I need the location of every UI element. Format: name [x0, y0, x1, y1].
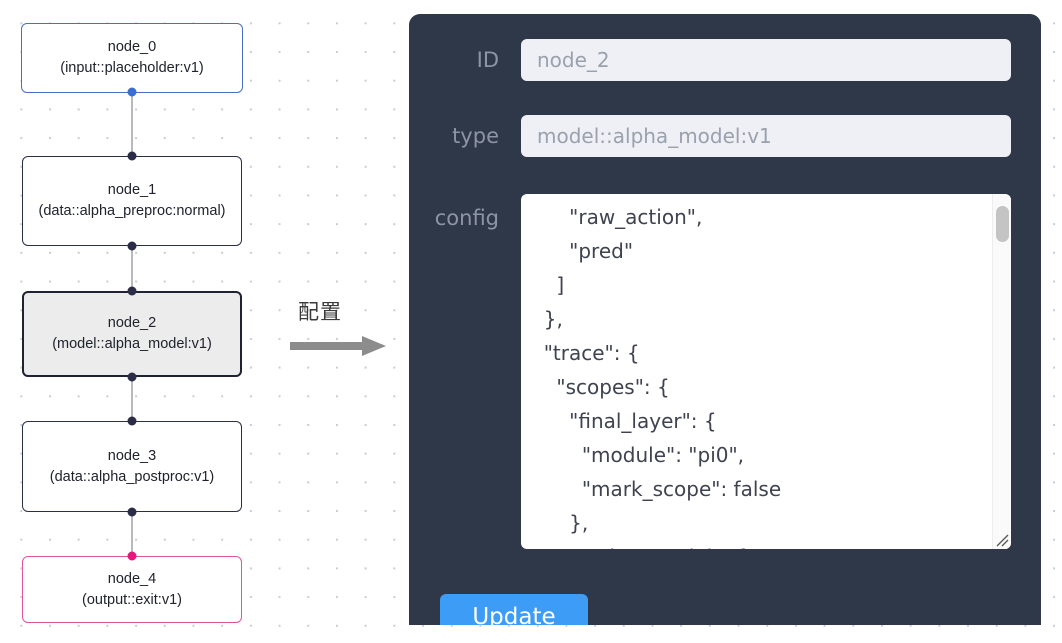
type-field-label: type — [452, 124, 499, 148]
update-button[interactable]: Update — [440, 594, 588, 625]
graph-node-node_0[interactable]: node_0 (input::placeholder:v1) — [21, 23, 243, 93]
node-subtitle: (model::alpha_model:v1) — [52, 336, 212, 352]
node-title: node_0 — [107, 39, 157, 56]
edge-node3-node4 — [131, 512, 133, 556]
edge-node0-node1 — [131, 92, 133, 156]
resize-grip-icon[interactable] — [993, 531, 1009, 547]
config-scrollbar[interactable] — [992, 194, 1011, 549]
node_2-output-port[interactable] — [127, 372, 137, 382]
right-arrow-icon — [290, 336, 386, 356]
node_3-output-port[interactable] — [127, 507, 137, 517]
graph-node-node_4[interactable]: node_4 (output::exit:v1) — [22, 556, 242, 623]
graph-node-node_2[interactable]: node_2 (model::alpha_model:v1) — [22, 291, 242, 377]
node_4-input-port[interactable] — [127, 551, 137, 561]
type-input[interactable]: model::alpha_model:v1 — [521, 115, 1011, 157]
field-row-id: ID node_2 — [409, 39, 1011, 81]
node-subtitle: (input::placeholder:v1) — [60, 60, 204, 76]
node-subtitle: (data::alpha_preproc:normal) — [38, 203, 226, 219]
field-row-config: config "raw_action", "pred" ] }, "trace"… — [409, 194, 1011, 549]
graph-node-node_1[interactable]: node_1 (data::alpha_preproc:normal) — [22, 156, 242, 246]
id-field-label: ID — [476, 48, 499, 72]
node_3-input-port[interactable] — [127, 416, 137, 426]
node-subtitle: (output::exit:v1) — [82, 591, 182, 608]
node-title: node_1 — [107, 182, 157, 199]
config-textarea[interactable]: "raw_action", "pred" ] }, "trace": { "sc… — [543, 205, 782, 549]
node-subtitle: (data::alpha_postproc:v1) — [49, 468, 215, 485]
config-scrollbar-thumb[interactable] — [996, 206, 1009, 242]
graph-canvas[interactable]: node_0 (input::placeholder:v1) node_1 (d… — [0, 0, 398, 643]
id-input[interactable]: node_2 — [521, 39, 1011, 81]
node-config-panel: ID node_2 type model::alpha_model:v1 con… — [409, 14, 1041, 625]
node-title: node_2 — [107, 315, 157, 332]
config-editor[interactable]: "raw_action", "pred" ] }, "trace": { "sc… — [521, 194, 1011, 549]
node_1-input-port[interactable] — [127, 151, 137, 161]
node_2-input-port[interactable] — [127, 286, 137, 296]
graph-node-node_3[interactable]: node_3 (data::alpha_postproc:v1) — [22, 421, 242, 512]
edge-node2-node3 — [131, 377, 133, 421]
config-field-label: config — [434, 206, 499, 230]
node-title: node_3 — [107, 447, 157, 464]
flow-annotation-label: 配置 — [298, 300, 342, 324]
node-title: node_4 — [107, 570, 157, 587]
node_0-output-port[interactable] — [127, 87, 137, 97]
node_1-output-port[interactable] — [127, 241, 137, 251]
flow-annotation: 配置 — [288, 296, 398, 368]
edge-node1-node2 — [131, 246, 133, 291]
field-row-type: type model::alpha_model:v1 — [409, 115, 1011, 157]
